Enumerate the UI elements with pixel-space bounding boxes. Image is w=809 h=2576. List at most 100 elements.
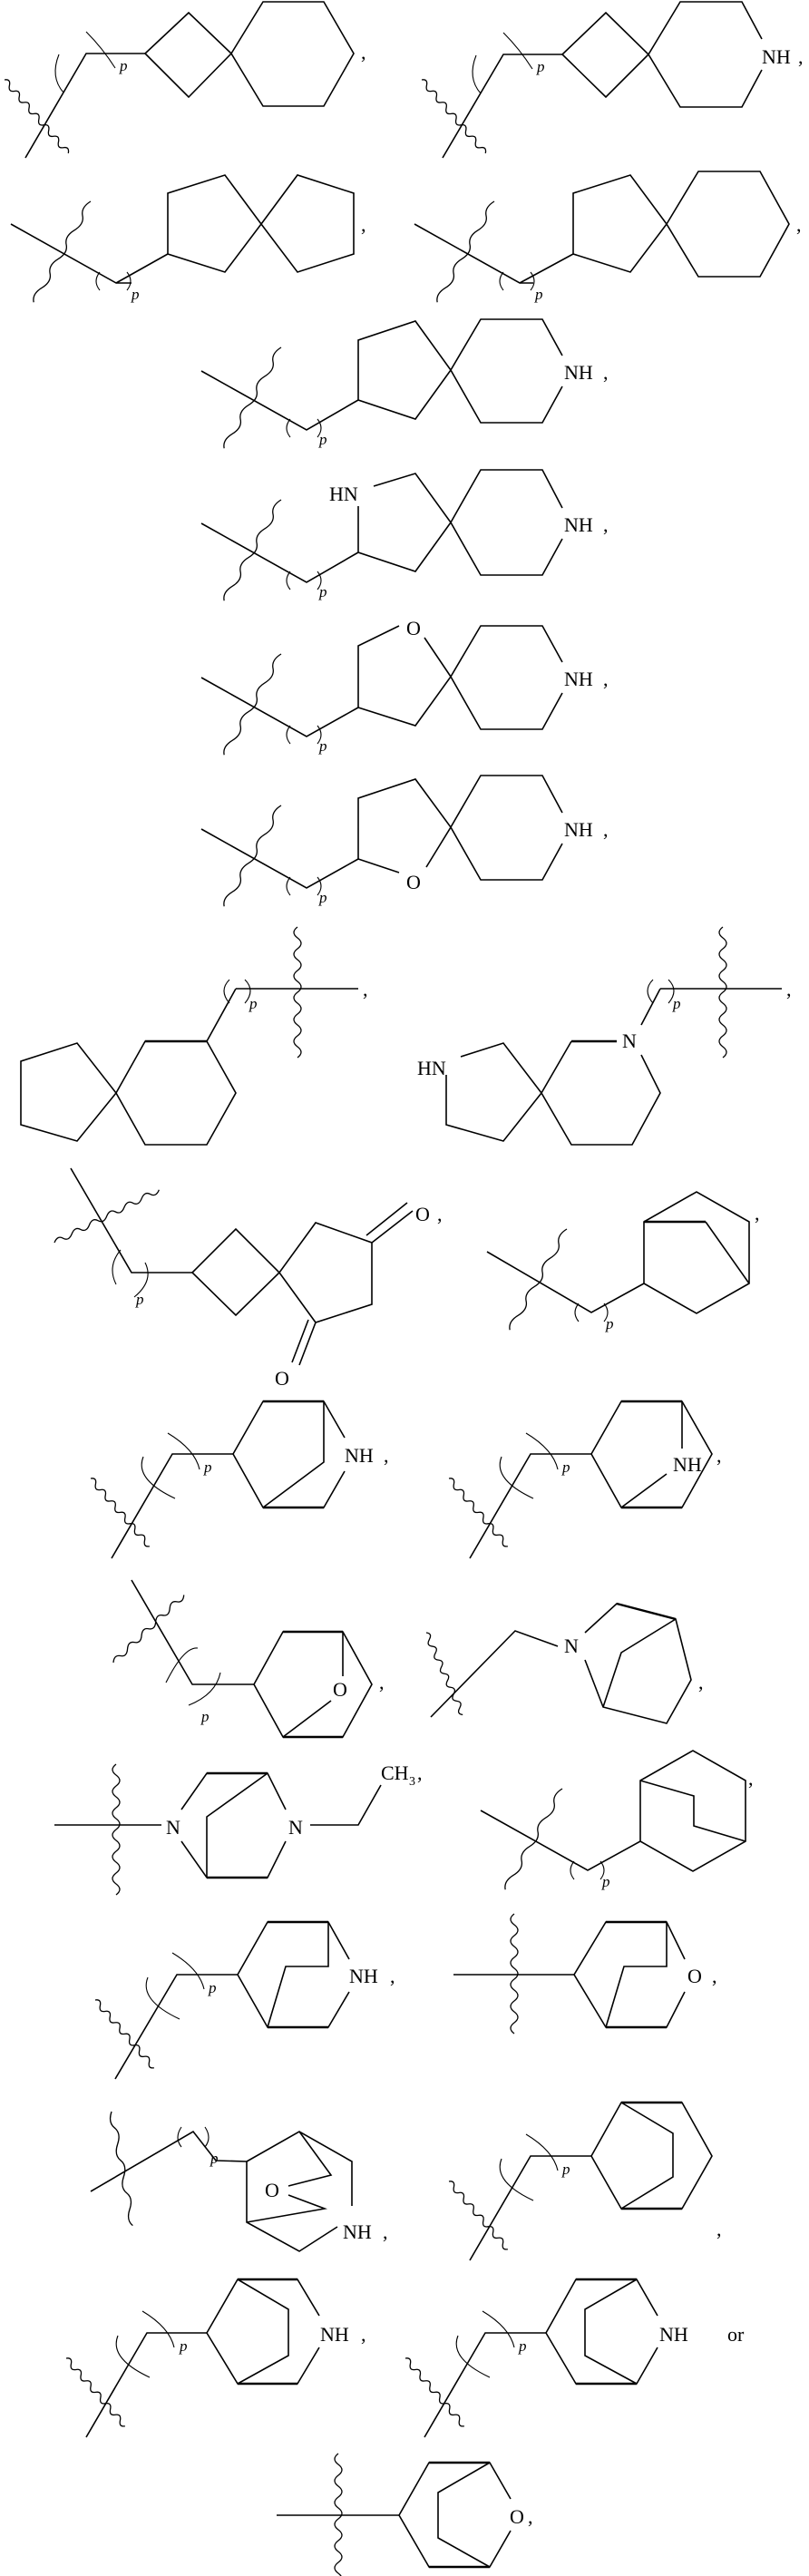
structure-24-azabicyclo321-nh-alt: p NH or xyxy=(404,2278,745,2438)
structure-7-oxaazaspiro-top: p O NH , xyxy=(200,617,609,756)
o-label: O xyxy=(265,2179,279,2201)
wavy-bond-icon xyxy=(510,1913,519,2034)
hn-label: HN xyxy=(417,1057,446,1079)
n-label: N xyxy=(288,1816,303,1839)
structure-20-oxabicyclooctane: O , xyxy=(453,1913,717,2034)
structure-10-diazaspiro-ring-up: p N HN , xyxy=(417,926,792,1146)
nh-label: NH xyxy=(564,513,593,536)
nh-label: NH xyxy=(345,1444,374,1467)
n-label: N xyxy=(166,1816,180,1839)
p-subscript: p xyxy=(203,1459,212,1476)
p-subscript: p xyxy=(561,2161,570,2178)
comma: , xyxy=(796,213,802,236)
comma: , xyxy=(716,2218,722,2240)
p-subscript: p xyxy=(318,737,327,755)
comma: , xyxy=(603,668,609,690)
comma: , xyxy=(603,513,609,536)
comma: , xyxy=(417,1761,423,1784)
structure-3-spiro44: p , xyxy=(10,174,366,303)
o-label: O xyxy=(275,1367,289,1390)
nh-label: NH xyxy=(343,2220,372,2243)
p-subscript: p xyxy=(119,57,128,74)
nh-label: NH xyxy=(564,668,593,690)
structure-6-diazaspiro45: p HN NH , xyxy=(200,469,609,601)
structure-25-oxabicyclo321: O , xyxy=(277,2453,533,2576)
wavy-bond-icon xyxy=(112,1763,121,1896)
p-subscript: p xyxy=(318,431,327,448)
n-label: N xyxy=(622,1029,637,1052)
structure-1-spirononane: p , xyxy=(4,1,366,159)
structure-19-azabicyclooctane-nh: p NH , xyxy=(94,1920,395,2080)
p-subscript: p xyxy=(208,1979,217,1996)
comma: , xyxy=(716,1444,722,1467)
comma: , xyxy=(379,1671,385,1693)
structure-21-oxaazabicyclo-nh: p O NH , xyxy=(90,2111,388,2252)
structure-18-bicyclooctane: p , xyxy=(480,1750,754,1890)
wavy-bond-icon xyxy=(448,2181,508,2250)
comma: , xyxy=(363,978,368,1000)
wavy-bond-icon xyxy=(404,2357,464,2427)
n-label: N xyxy=(564,1634,579,1657)
wavy-bond-icon xyxy=(223,805,282,907)
structure-16-azabicyclo-n: N , xyxy=(425,1602,704,1724)
wavy-bond-icon xyxy=(504,1788,563,1890)
p-subscript: p xyxy=(131,286,140,303)
p-subscript: p xyxy=(672,995,681,1012)
comma: , xyxy=(798,45,804,68)
comma: , xyxy=(361,41,366,63)
wavy-bond-icon xyxy=(54,1189,160,1244)
structure-15-oxabicyclo: p O , xyxy=(112,1579,385,1739)
p-subscript: p xyxy=(200,1708,210,1725)
nh-label: NH xyxy=(320,2323,349,2346)
o-label: O xyxy=(510,2505,524,2528)
o-label: O xyxy=(406,871,421,893)
comma: , xyxy=(361,213,366,236)
nh-label: NH xyxy=(673,1453,702,1476)
o-label: O xyxy=(333,1678,347,1701)
structure-2-azaspirononane: p NH , xyxy=(421,1,804,159)
comma: , xyxy=(603,361,609,384)
p-subscript: p xyxy=(536,58,545,75)
p-subscript: p xyxy=(318,889,327,906)
wavy-bond-icon xyxy=(33,200,92,303)
comma: , xyxy=(384,1444,389,1467)
wavy-bond-icon xyxy=(4,79,70,154)
nh-label: NH xyxy=(659,2323,688,2346)
wavy-bond-icon xyxy=(109,2111,133,2227)
wavy-bond-icon xyxy=(421,79,487,154)
comma: , xyxy=(603,818,609,841)
p-subscript: p xyxy=(601,1873,610,1890)
structure-4-spiro45: p , xyxy=(414,171,802,303)
structure-22-bicyclo321octane: p , xyxy=(448,2101,722,2261)
p-subscript: p xyxy=(605,1315,614,1332)
structure-23-azabicyclo321-nh: p NH , xyxy=(65,2278,366,2438)
nh-label: NH xyxy=(349,1965,378,1987)
wavy-bond-icon xyxy=(448,1478,508,1547)
comma: , xyxy=(390,1965,395,1987)
nh-label: NH xyxy=(564,818,593,841)
wavy-bond-icon xyxy=(425,1632,463,1716)
p-subscript: p xyxy=(534,286,543,303)
structure-14-azabicyclo-nh-bridged: p NH , xyxy=(448,1400,722,1559)
comma: , xyxy=(528,2505,533,2528)
p-subscript: p xyxy=(249,995,258,1012)
structure-5-azaspiro45: p NH , xyxy=(200,318,609,449)
wavy-bond-icon xyxy=(223,346,282,449)
comma: , xyxy=(698,1671,704,1693)
p-subscript: p xyxy=(210,2150,219,2167)
o-label: O xyxy=(406,617,421,639)
wavy-bond-icon xyxy=(90,1478,150,1547)
wavy-bond-icon xyxy=(293,926,302,1059)
o-label: O xyxy=(415,1203,430,1225)
comma: , xyxy=(755,1202,760,1225)
p-subscript: p xyxy=(561,1459,570,1476)
wavy-bond-icon xyxy=(112,1595,185,1664)
comma: , xyxy=(361,2323,366,2346)
structure-12-bicycloheptane: p , xyxy=(486,1191,760,1332)
wavy-bond-icon xyxy=(509,1228,568,1331)
structure-17-diazabicyclo-ethyl: N N CH 3 , xyxy=(54,1761,423,1896)
wavy-bond-icon xyxy=(223,499,282,601)
nh-label: NH xyxy=(762,45,791,68)
structure-11-spirodione: p O , O xyxy=(54,1167,443,1390)
